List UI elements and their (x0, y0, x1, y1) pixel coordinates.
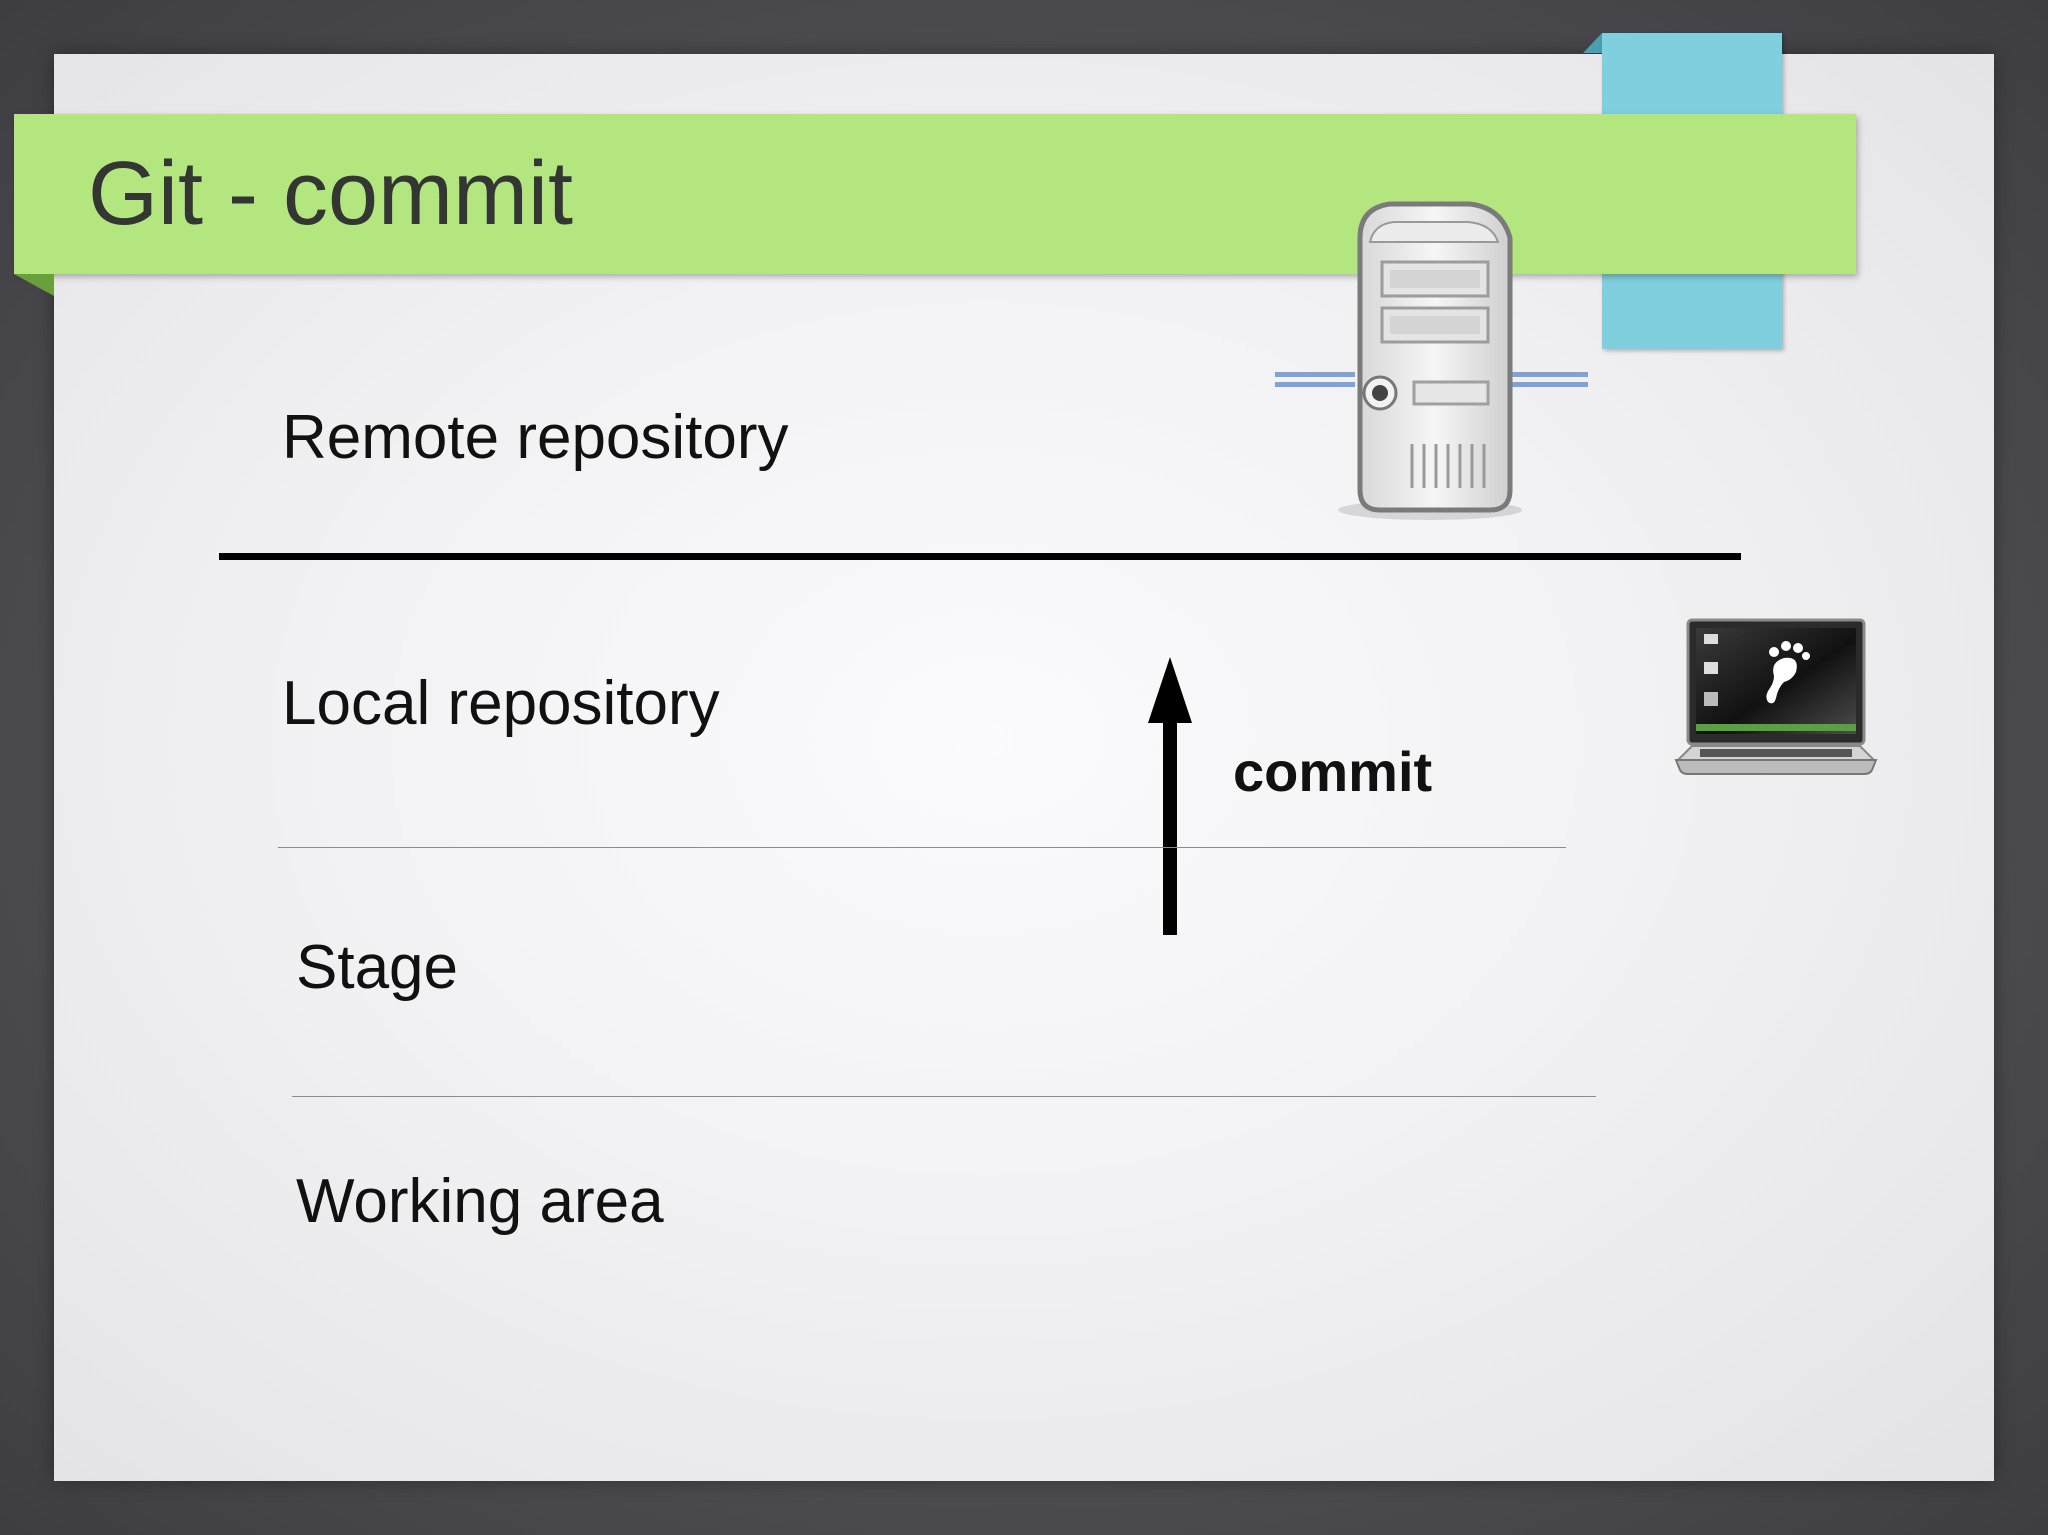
title-bar-fold (14, 274, 54, 296)
layer-label-stage: Stage (296, 933, 459, 1002)
layer-label-remote: Remote repository (282, 403, 789, 472)
slide-title: Git - commit (88, 144, 573, 244)
remote-local-divider (219, 553, 1741, 560)
accent-tab-fold (1583, 33, 1602, 53)
layer-label-working: Working area (296, 1167, 664, 1236)
stage-working-divider (292, 1096, 1596, 1097)
commit-label: commit (1233, 740, 1433, 803)
laptop-icon (1674, 618, 1878, 775)
arrow-up-icon (1148, 657, 1192, 935)
title-bar (14, 114, 1856, 274)
local-stage-divider (278, 847, 1566, 848)
server-icon (1275, 201, 1588, 520)
layer-label-local: Local repository (282, 669, 720, 738)
